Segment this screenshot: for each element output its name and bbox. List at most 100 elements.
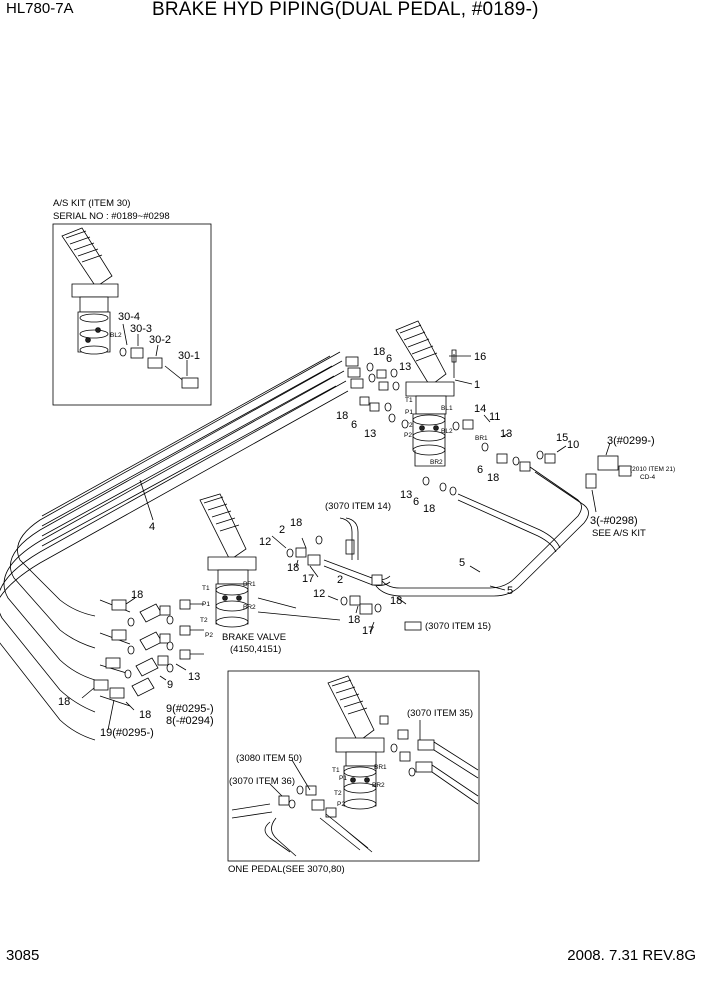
callout-1: 1 — [474, 379, 480, 391]
one-pedal-inset: T1 P1 T2 P2 BR1 BR2 — [227, 670, 480, 875]
lower-fittings — [257, 517, 422, 631]
callout-upper-13d: 13 — [400, 489, 412, 501]
lower-brake-valve: T1 P1 T2 P2 BR1 BR2 BRAKE VALVE (4150,41… — [199, 493, 491, 655]
upper-port-bl2: BL2 — [441, 428, 453, 435]
callout-16: 16 — [474, 351, 486, 363]
as-kit-pedal — [61, 227, 119, 355]
ref-one-3070-item-35: (3070 ITEM 35) — [407, 708, 473, 719]
as-kit-oring — [119, 347, 127, 357]
ref-kit-2010: (2010 ITEM 21) — [630, 466, 675, 473]
one-port-br2: BR2 — [372, 782, 385, 789]
page-number: 3085 — [6, 947, 40, 964]
callout-15: 15 — [556, 432, 568, 444]
one-pedal-caption: ONE PEDAL(SEE 3070,80) — [228, 864, 345, 875]
date-revision: 2008. 7.31 REV.8G — [567, 947, 696, 964]
brake-valve-ref: (4150,4151) — [230, 644, 281, 655]
page-title: BRAKE HYD PIPING(DUAL PEDAL, #0189-) — [152, 0, 539, 20]
callout-manifold-8-old: 8(-#0294) — [166, 715, 214, 727]
upper-port-t1: T1 — [405, 397, 413, 404]
as-kit-switch — [147, 357, 163, 369]
one-port-br1: BR1 — [374, 764, 387, 771]
callout-lower-2b: 2 — [337, 574, 343, 586]
one-pedal-frame — [227, 670, 480, 862]
callout-lower-18d: 18 — [348, 614, 360, 626]
ref-one-3070-item-36: (3070 ITEM 36) — [229, 776, 295, 787]
ref-3070-item-14: (3070 ITEM 14) — [325, 501, 391, 512]
ref-item-3-new: 3(#0299-) — [607, 435, 655, 447]
callout-14: 14 — [474, 403, 486, 415]
callout-30-3: 30-3 — [130, 323, 152, 335]
hose-manifold: 18 13 9 18 18 9(#0295-) 8(-#0294) 19(#02… — [58, 589, 214, 739]
callout-upper-13a: 13 — [399, 361, 411, 373]
lower-port-p1: P1 — [202, 601, 210, 608]
callout-upper-13c: 13 — [500, 428, 512, 440]
callout-upper-6c: 6 — [477, 464, 483, 476]
callout-upper-18a: 18 — [373, 346, 385, 358]
upper-port-br2: BR2 — [430, 459, 443, 466]
callout-lower-17a: 17 — [302, 573, 314, 585]
one-port-t1: T1 — [332, 767, 340, 774]
callout-10: 10 — [567, 439, 579, 451]
upper-port-br1: BR1 — [475, 435, 488, 442]
upper-port-t2: T2 — [405, 422, 413, 429]
as-kit-connector — [181, 377, 199, 389]
lower-port-p2: P2 — [205, 632, 213, 639]
as-kit-caption-2: SERIAL NO : #0189~#0298 — [53, 211, 170, 222]
upper-port-p1: P1 — [405, 409, 413, 416]
ref-3070-item-15: (3070 ITEM 15) — [425, 621, 491, 632]
lower-port-br2: BR2 — [243, 604, 256, 611]
callout-30-2: 30-2 — [149, 334, 171, 346]
callout-upper-6d: 6 — [413, 496, 419, 508]
lower-port-br1: BR1 — [243, 581, 256, 588]
callout-5b: 5 — [507, 585, 513, 597]
callout-upper-18d: 18 — [423, 503, 435, 515]
one-port-t2: T2 — [334, 790, 342, 797]
upper-port-bl1: BL1 — [441, 405, 453, 412]
callout-upper-6a: 6 — [386, 353, 392, 365]
callout-30-4: 30-4 — [118, 311, 140, 323]
one-port-p2: P2 — [337, 801, 345, 808]
upper-fittings — [345, 356, 632, 496]
callout-lower-18c: 18 — [390, 595, 402, 607]
callout-lower-18a: 18 — [290, 517, 302, 529]
callout-30-1: 30-1 — [178, 350, 200, 362]
callout-upper-18b: 18 — [336, 410, 348, 422]
ref-one-3080-item-50: (3080 ITEM 50) — [236, 753, 302, 764]
callout-lower-12a: 12 — [259, 536, 271, 548]
callout-manifold-18a: 18 — [131, 589, 143, 601]
callout-lower-18b: 18 — [287, 562, 299, 574]
brake-pipe-bundle: 4 — [0, 351, 349, 741]
callout-upper-18c: 18 — [487, 472, 499, 484]
as-kit-adapter — [130, 347, 144, 359]
as-kit-caption-1: A/S KIT (ITEM 30) — [53, 198, 130, 209]
callout-upper-6b: 6 — [351, 419, 357, 431]
lower-port-t2: T2 — [200, 617, 208, 624]
as-kit-port-bl2: BL2 — [110, 332, 122, 339]
callout-4: 4 — [149, 521, 155, 533]
ref-see-as-kit: SEE A/S KIT — [592, 528, 646, 539]
callout-5a: 5 — [459, 557, 465, 569]
upper-port-p2: P2 — [404, 432, 412, 439]
model-label: HL780-7A — [6, 0, 74, 17]
callout-manifold-18c: 18 — [139, 709, 151, 721]
callout-lower-2a: 2 — [279, 524, 285, 536]
ref-item-3-old: 3(-#0298) — [590, 515, 638, 527]
brake-valve-label: BRAKE VALVE — [222, 632, 286, 643]
callout-lower-17b: 17 — [362, 625, 374, 637]
upper-brake-valve: T1 P1 T2 P2 BL1 BL2 BR1 BR2 — [336, 320, 675, 597]
callout-lower-12b: 12 — [313, 588, 325, 600]
callout-upper-13b: 13 — [364, 428, 376, 440]
as-kit-frame — [52, 223, 212, 406]
lower-port-t1: T1 — [202, 585, 210, 592]
as-kit-inset: A/S KIT (ITEM 30) SERIAL NO : #0189~#029… — [52, 198, 212, 406]
callout-manifold-18b: 18 — [58, 696, 70, 708]
callout-manifold-9: 9 — [167, 679, 173, 691]
callout-manifold-13: 13 — [188, 671, 200, 683]
callout-11: 11 — [489, 411, 500, 423]
ref-kit-cd4: CD-4 — [640, 474, 656, 481]
callout-manifold-9-new: 9(#0295-) — [166, 703, 214, 715]
one-port-p1: P1 — [339, 775, 347, 782]
callout-manifold-19: 19(#0295-) — [100, 727, 154, 739]
